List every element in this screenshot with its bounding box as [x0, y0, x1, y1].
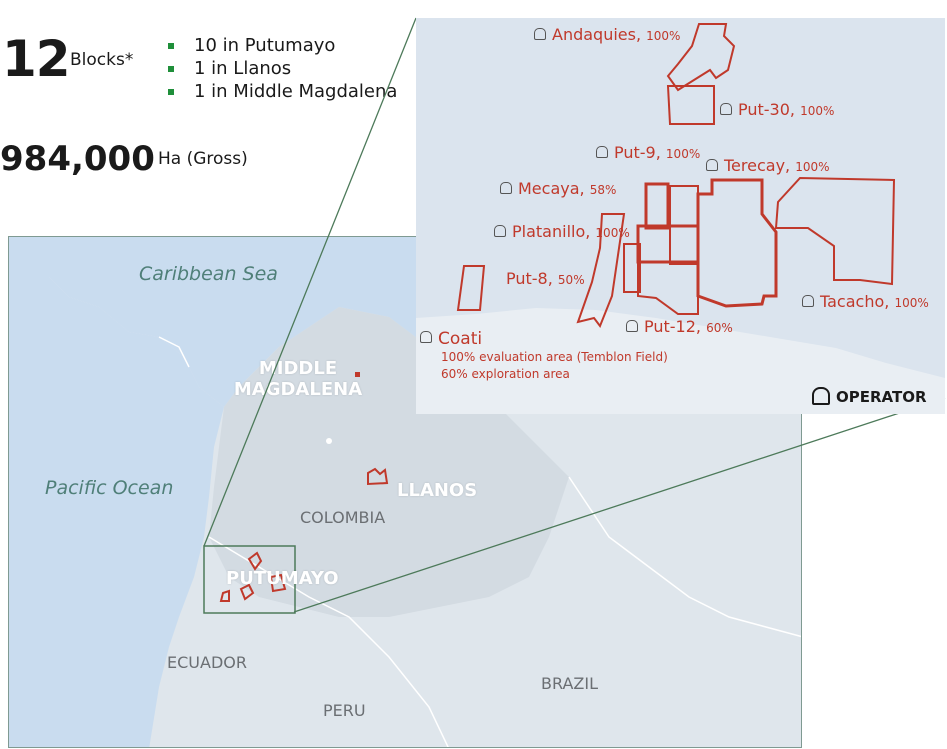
block-pct: 100%: [646, 29, 681, 43]
block-name: Put-30,: [738, 100, 795, 119]
block-pct: 60%: [706, 321, 733, 335]
block-name: Tacacho,: [820, 292, 890, 311]
operator-icon: [706, 158, 718, 171]
pacific-water: [9, 277, 224, 747]
colombia-land: [209, 307, 569, 617]
border-line-east: [568, 476, 801, 638]
block-label-put-30: Put-30, 100%: [720, 100, 834, 119]
caribbean-sea-label: Caribbean Sea: [139, 263, 278, 285]
capital-dot: [326, 438, 332, 444]
block-pct: 100%: [800, 104, 835, 118]
block-label-platanillo: Platanillo, 100%: [494, 222, 630, 241]
block-pct: 100%: [795, 160, 830, 174]
block-name: Mecaya,: [518, 179, 585, 198]
operator-legend: OPERATOR: [812, 386, 927, 407]
block-label-put-9: Put-9, 100%: [596, 143, 700, 162]
breakdown-item-llanos: 1 in Llanos: [168, 57, 397, 80]
operator-icon: [494, 224, 506, 237]
putumayo-inset-map: Andaquies, 100% Put-30, 100% Put-9, 100%…: [416, 18, 945, 414]
breakdown-item-putumayo: 10 in Putumayo: [168, 34, 397, 57]
operator-icon: [802, 294, 814, 307]
block-outlines-thin: [456, 23, 896, 329]
border-line-south: [208, 536, 449, 747]
coati-name: Coati: [438, 329, 483, 349]
operator-icon: [500, 181, 512, 194]
area-value: 984,000: [0, 139, 155, 179]
block-label-andaquies: Andaquies, 100%: [534, 25, 680, 44]
block-label-mecaya: Mecaya, 58%: [500, 179, 616, 198]
block-label-put-12: Put-12, 60%: [626, 317, 733, 336]
block-pct: 100%: [595, 226, 630, 240]
colombia-label: COLOMBIA: [300, 508, 386, 527]
llanos-label: LLANOS: [397, 480, 478, 501]
inset-lower-region: [416, 308, 945, 414]
block-name: Put-12,: [644, 317, 701, 336]
operator-icon: [420, 331, 432, 343]
putumayo-label: PUTUMAYO: [226, 568, 339, 589]
border-line-panama: [158, 336, 190, 368]
putumayo-locator-box: [203, 545, 296, 614]
block-label-put-8: Put-8, 50%: [506, 269, 585, 288]
ecuador-label: ECUADOR: [167, 653, 247, 672]
block-name: Terecay,: [724, 156, 791, 175]
block-name: Andaquies,: [552, 25, 642, 44]
block-outlines-operated: [636, 178, 778, 308]
block-label-coati: Coati: [420, 329, 482, 349]
block-name: Put-8,: [506, 269, 553, 288]
operator-icon: [596, 145, 608, 158]
block-pct: 100%: [665, 147, 701, 161]
coati-evaluation-text: 100% evaluation area (Temblon Field): [441, 350, 668, 364]
blocks-breakdown-list: 10 in Putumayo 1 in Llanos 1 in Middle M…: [168, 34, 397, 103]
blocks-label: Blocks*: [70, 50, 134, 70]
operator-icon: [626, 319, 638, 332]
putumayo-blocks-small: [219, 551, 287, 602]
middle-magdalena-label: MIDDLE MAGDALENA: [233, 358, 363, 400]
operator-legend-icon: [812, 386, 830, 405]
middle-magdalena-block: [355, 372, 360, 377]
area-unit: Ha (Gross): [158, 149, 248, 169]
operator-legend-label: OPERATOR: [836, 388, 927, 406]
block-label-tacacho: Tacacho, 100%: [802, 292, 929, 311]
pacific-ocean-label: Pacific Ocean: [45, 477, 174, 499]
coati-exploration-text: 60% exploration area: [441, 367, 570, 381]
block-pct: 58%: [589, 183, 617, 197]
operator-icon: [534, 27, 546, 40]
llanos-block: [367, 467, 389, 486]
block-label-terecay: Terecay, 100%: [706, 156, 830, 175]
block-pct: 100%: [894, 296, 929, 310]
peru-label: PERU: [323, 701, 366, 720]
block-name: Platanillo,: [512, 222, 591, 241]
inset-block-shapes: [416, 23, 945, 414]
brazil-label: BRAZIL: [541, 674, 598, 693]
breakdown-item-middle-magdalena: 1 in Middle Magdalena: [168, 80, 397, 103]
block-pct: 50%: [557, 273, 585, 287]
blocks-count: 12: [2, 30, 71, 88]
operator-icon: [720, 102, 732, 115]
block-name: Put-9,: [614, 143, 661, 162]
